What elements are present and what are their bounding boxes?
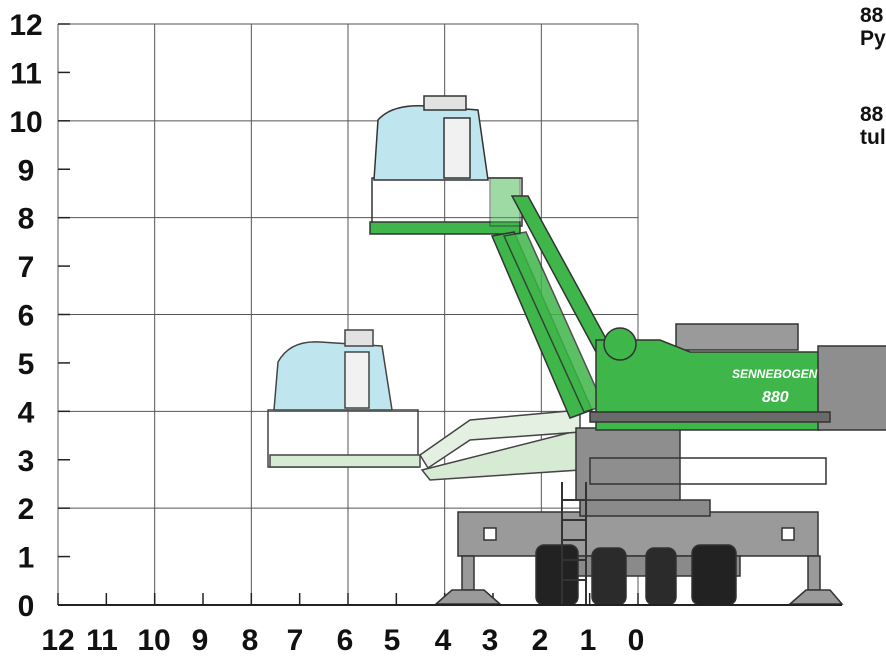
material-handler-machine: SENNEBOGEN 880 — [267, 95, 886, 606]
side-text-line-3: 88 — [860, 103, 884, 126]
y-axis-tick-label: 2 — [18, 493, 35, 526]
cab-riser-boom — [490, 195, 612, 419]
x-axis-tick-label: 1 — [580, 624, 597, 657]
x-axis-tick-label: 3 — [482, 624, 499, 657]
side-text-line-4: tul — [860, 126, 886, 149]
lower-cab-position — [267, 329, 581, 481]
y-axis-tick-label: 3 — [18, 445, 35, 478]
x-axis-tick-label: 11 — [86, 624, 118, 657]
x-axis-tick-label: 4 — [435, 624, 452, 657]
upper-cab-position — [369, 95, 523, 235]
y-axis-tick-label: 10 — [9, 106, 42, 139]
x-axis-tick-label: 8 — [242, 624, 259, 657]
x-axis-tick-label: 10 — [137, 624, 170, 657]
y-axis-tick-label: 0 — [18, 590, 35, 623]
y-axis-tick-label: 12 — [9, 9, 42, 42]
model-logo-text: 880 — [762, 389, 789, 406]
y-axis-tick-label: 5 — [18, 348, 35, 381]
x-axis-tick-label: 9 — [192, 624, 209, 657]
side-text-line-1: 88 — [860, 4, 884, 27]
side-text-line-2: Py — [860, 27, 886, 50]
y-axis-tick-label: 8 — [18, 203, 35, 236]
y-axis-tick-label: 4 — [18, 396, 35, 429]
y-axis-tick-label: 6 — [18, 300, 35, 333]
access-ladder — [561, 482, 587, 604]
y-axis-tick-label: 9 — [18, 154, 35, 187]
y-axis-tick-label: 7 — [18, 251, 35, 284]
x-axis-tick-label: 2 — [532, 624, 549, 657]
x-axis-tick-label: 7 — [287, 624, 304, 657]
x-axis-tick-label: 0 — [628, 624, 645, 657]
brand-logo-text: SENNEBOGEN — [732, 367, 818, 381]
y-axis-tick-label: 1 — [18, 542, 35, 575]
x-axis-tick-label: 6 — [337, 624, 354, 657]
undercarriage — [434, 499, 844, 606]
x-axis-tick-label: 12 — [41, 624, 74, 657]
y-axis-tick-label: 11 — [10, 57, 42, 90]
x-axis-tick-label: 5 — [384, 624, 401, 657]
superstructure — [575, 323, 886, 501]
